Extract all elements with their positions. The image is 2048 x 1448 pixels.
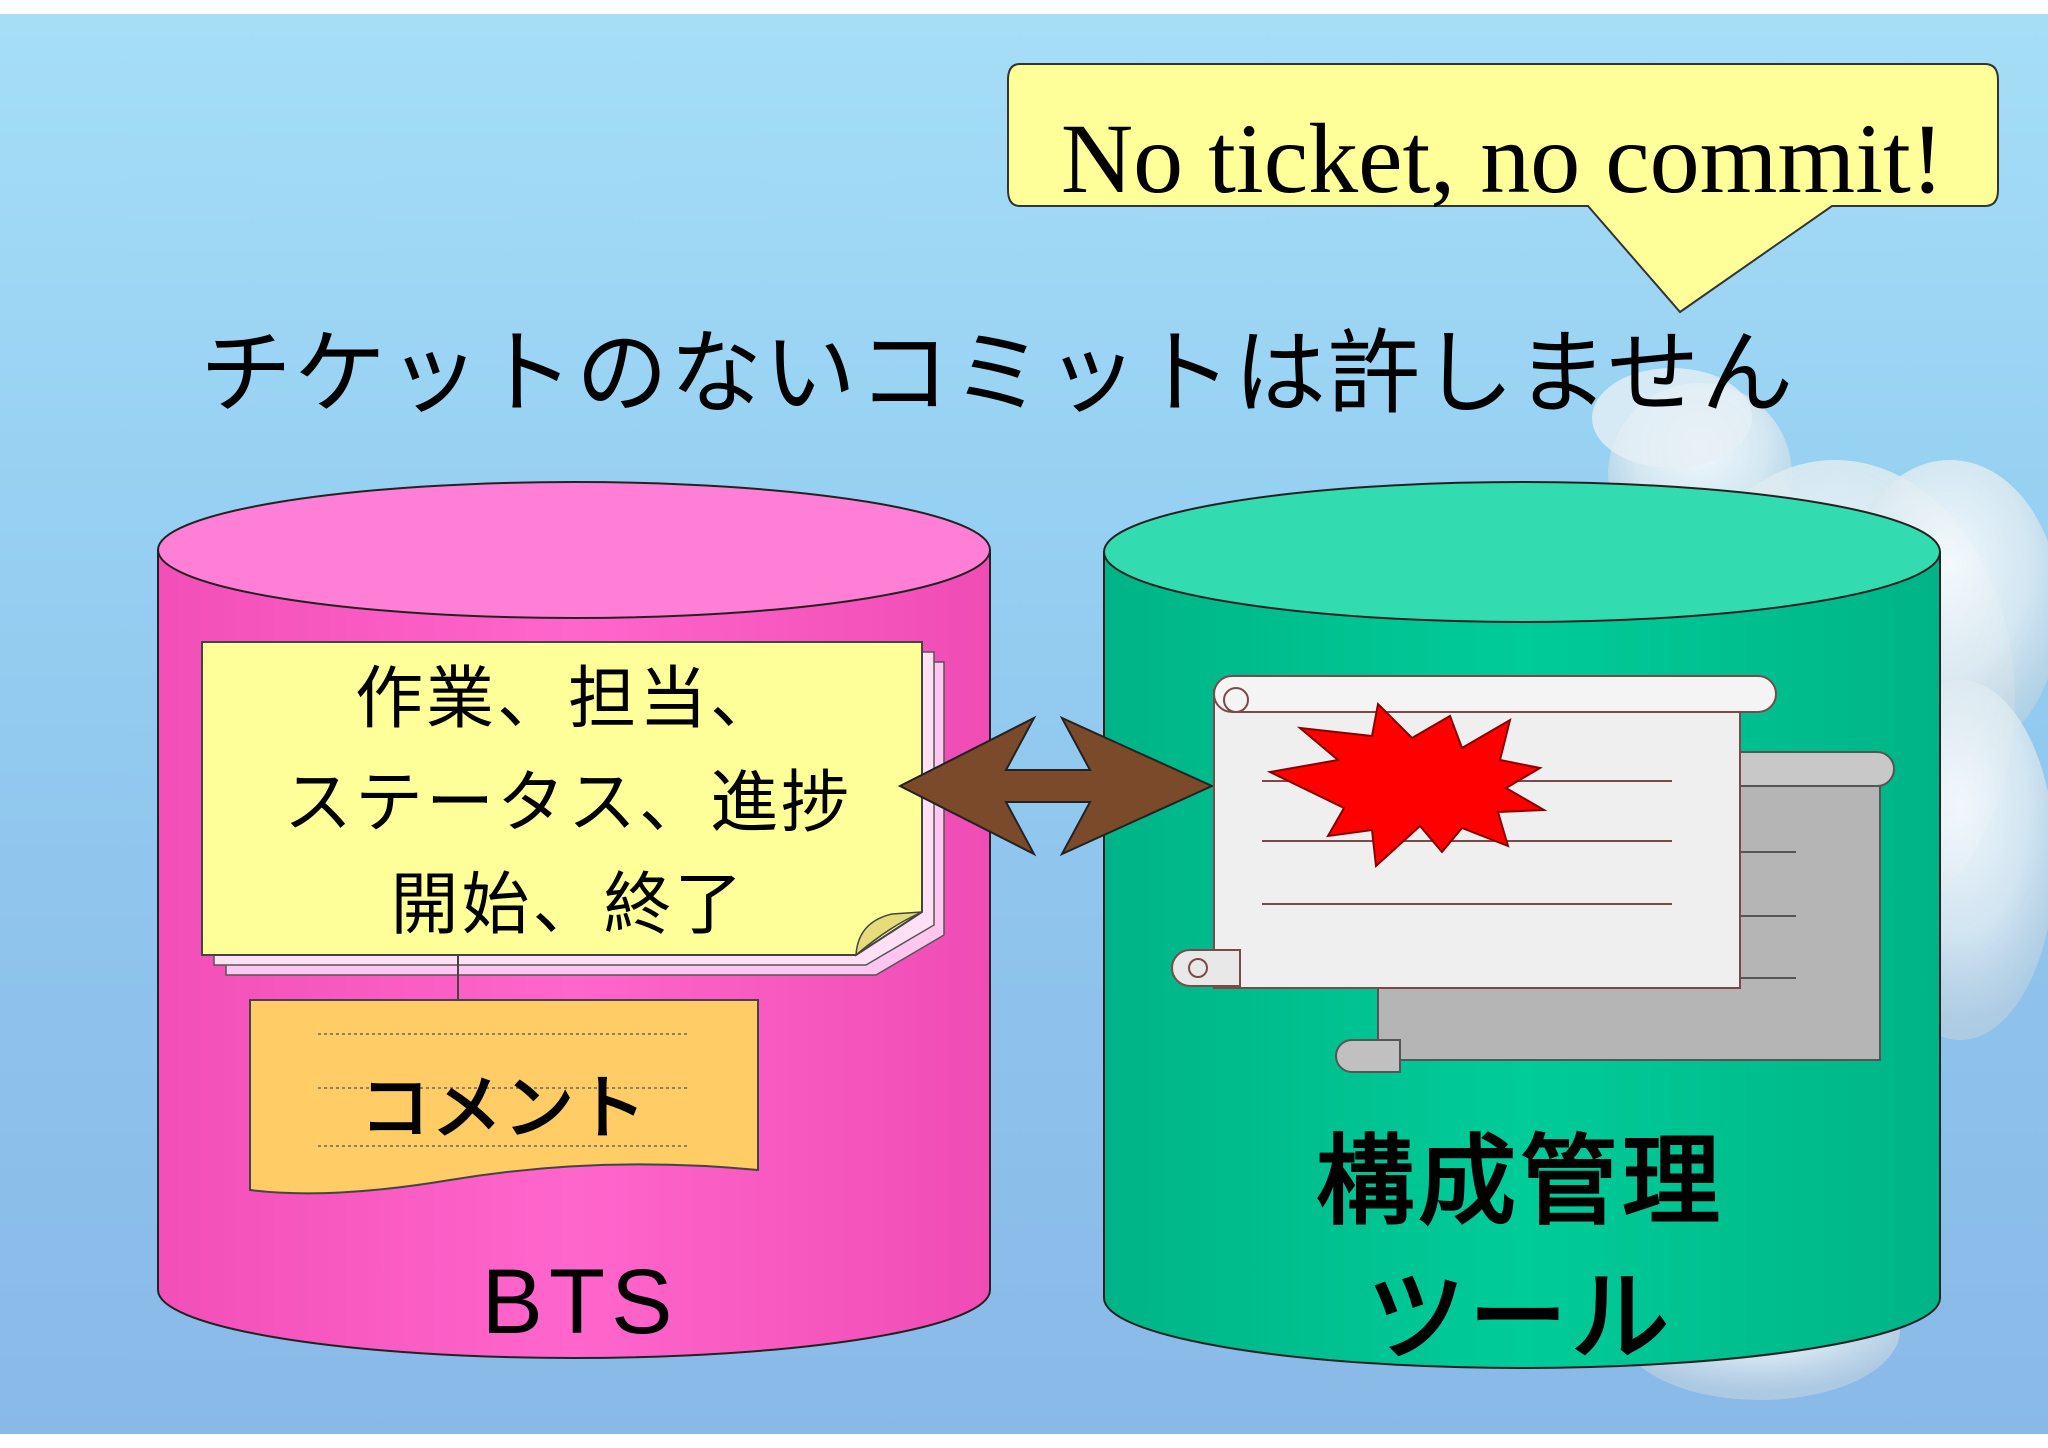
page-title: チケットのないコミットは許しません [200, 320, 1796, 427]
ticket-note-line: ステータス、進捗 [283, 764, 852, 843]
diagram-canvas [157, 63, 2048, 1400]
explosion-icon [1266, 701, 1548, 869]
bidirectional-arrow-icon [897, 715, 1215, 857]
scm-label-line: ツール [1366, 1261, 1673, 1375]
speech-callout [1007, 63, 1999, 314]
comment-note-icon [249, 999, 759, 1195]
callout-text: No ticket, no commit! [1060, 103, 1945, 214]
scm-label-line: 構成管理 [1315, 1125, 1724, 1239]
comment-label: コメント [360, 1067, 648, 1149]
ticket-note-line: 作業、担当、 [354, 660, 781, 739]
ticket-note-line: 開始、終了 [390, 866, 746, 945]
bts-label: BTS [481, 1251, 679, 1353]
slide: No ticket, no commit! チケットのないコミットは許しません … [0, 14, 2048, 1434]
ticket-note-icon [201, 641, 945, 976]
